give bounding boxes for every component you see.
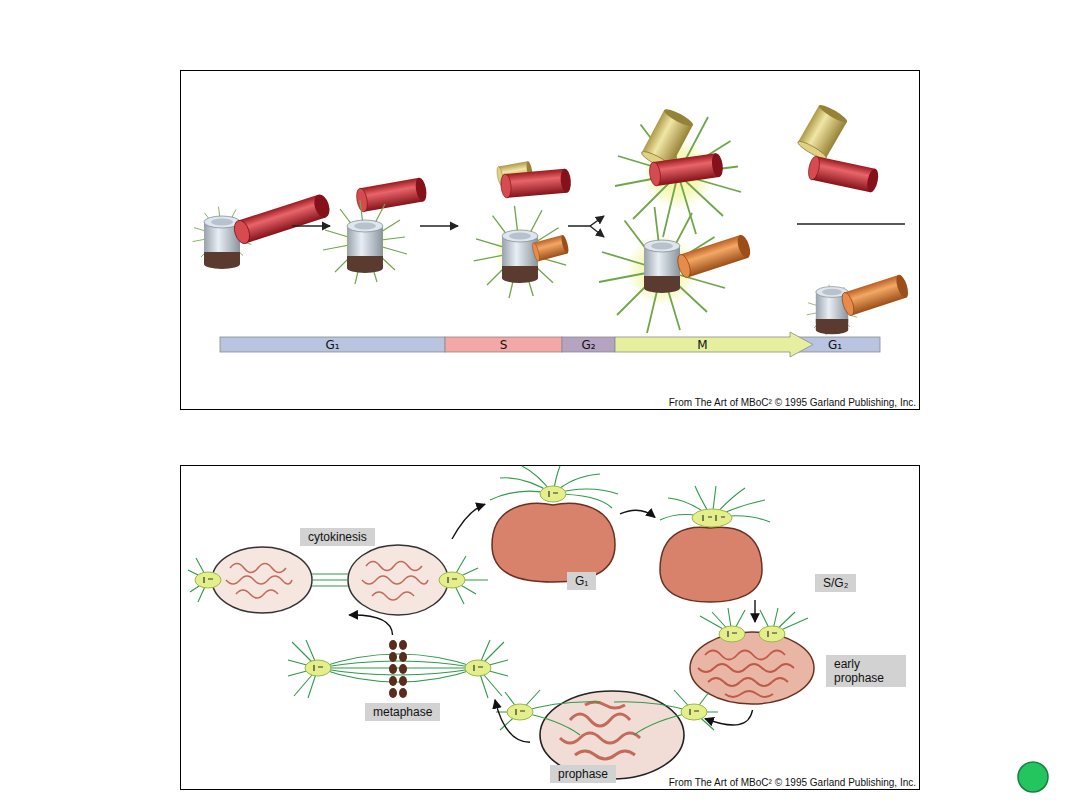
stage-node: metaphase bbox=[290, 635, 495, 725]
credit-text: From The Art of MBoC² © 1995 Garland Pub… bbox=[600, 397, 916, 408]
cycle-arrow bbox=[754, 600, 755, 622]
phase-label: G₁ bbox=[325, 338, 339, 352]
stage-label: cytokinesis bbox=[300, 528, 375, 546]
cycle-arrow bbox=[452, 504, 485, 539]
cell-cycle-bar bbox=[220, 332, 880, 357]
phase-label: G₂ bbox=[581, 338, 595, 352]
phase-label: G₁ bbox=[828, 338, 842, 352]
cytokinesis-cells bbox=[188, 545, 488, 615]
stage-node: S/G₂ bbox=[655, 482, 875, 600]
stage-label: early prophase bbox=[826, 655, 906, 687]
phase-band: G₁ bbox=[790, 337, 880, 352]
panel-frame bbox=[181, 71, 920, 410]
credit-text: From The Art of MBoC² © 1995 Garland Pub… bbox=[600, 777, 916, 788]
credit-line: From The Art of MBoC² © 1995 Garland Pub… bbox=[600, 777, 916, 788]
centriole-stages bbox=[193, 102, 911, 335]
stage-label: G₁ bbox=[567, 572, 596, 590]
early-prophase-cell bbox=[690, 608, 814, 704]
stage-label: S/G₂ bbox=[815, 574, 856, 592]
nav-button bbox=[1018, 762, 1048, 792]
cycle-arrow bbox=[705, 710, 753, 725]
phase-label: M bbox=[697, 338, 707, 352]
phase-band: S bbox=[445, 337, 562, 352]
stage-arrows bbox=[292, 216, 905, 237]
cycle-arrow bbox=[495, 700, 530, 743]
cycle-arrow bbox=[349, 615, 392, 635]
phase-band: G₂ bbox=[562, 337, 615, 352]
stage-node: early prophase bbox=[685, 622, 910, 710]
phase-band: G₁ bbox=[220, 337, 445, 352]
stage-node: prophase bbox=[530, 690, 705, 785]
s-g2-cell bbox=[660, 486, 770, 602]
cycle-arrow bbox=[620, 510, 655, 517]
panel-frame bbox=[181, 466, 920, 790]
g1-cell bbox=[490, 466, 618, 582]
stage-node: G₁ bbox=[485, 470, 620, 592]
phase-label: S bbox=[500, 338, 508, 352]
credit-line: From The Art of MBoC² © 1995 Garland Pub… bbox=[600, 397, 916, 408]
phase-band: M bbox=[615, 337, 790, 352]
stage-label: metaphase bbox=[365, 703, 440, 721]
stage-label: prophase bbox=[550, 765, 616, 783]
metaphase-spindle bbox=[288, 640, 508, 698]
stage-node: cytokinesis bbox=[195, 520, 452, 615]
